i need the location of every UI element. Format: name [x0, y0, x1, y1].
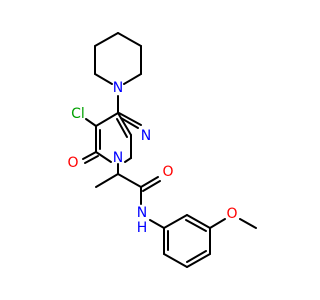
molecule-structure: N Cl O N N O N H O	[67, 32, 257, 268]
atom-n-ring-1: N	[113, 150, 123, 166]
atom-n-ring-2: N	[141, 128, 151, 144]
molecule-canvas: N Cl O N N O N H O	[67, 32, 257, 268]
bond-amide-carbonyl	[140, 176, 159, 188]
atom-o-methoxy: O	[226, 206, 237, 222]
atom-n-piperidine: N	[113, 80, 123, 96]
bond-amide-carbonyl-2	[142, 180, 161, 192]
piperidine-ring	[94, 32, 142, 85]
bond-ring-cn-double-inner	[120, 117, 139, 129]
atom-o-ring-carbonyl: O	[67, 155, 78, 171]
atom-o-amide: O	[162, 164, 173, 180]
bond-c-cl	[85, 118, 97, 127]
bond-ch-chain	[117, 173, 142, 188]
bond-ring-carbonyl	[82, 151, 97, 160]
pyridazinone-ring	[95, 112, 132, 163]
bond-o-methyl	[239, 218, 257, 229]
atom-cl: Cl	[71, 106, 85, 122]
bond-ring-carbonyl-2	[84, 155, 99, 164]
atom-h-amide: H	[137, 220, 148, 236]
methoxyphenyl-ring	[163, 214, 211, 268]
bond-aryl-o	[209, 218, 226, 229]
bond-nh-aryl	[149, 219, 165, 229]
bond-ring-cn-double	[118, 112, 142, 126]
bond-ch-methyl	[95, 173, 119, 188]
atom-n-amide: N	[137, 205, 147, 221]
